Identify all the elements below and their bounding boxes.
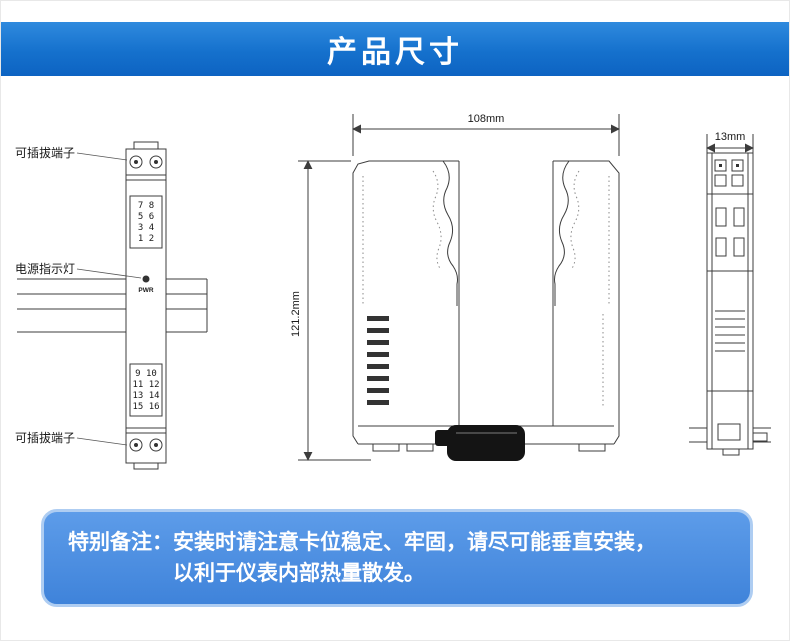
din-rail-lines	[17, 278, 208, 333]
dim-height-label: 121.2mm	[290, 291, 302, 337]
label-power-led: 电源指示灯	[15, 261, 75, 276]
note-line1: 安装时请注意卡位稳定、牢固，请尽可能垂直安装，	[173, 531, 656, 554]
pointer-line	[76, 152, 128, 161]
housing-profile	[352, 160, 620, 452]
terminal-row: 7 8	[138, 201, 154, 211]
terminal-row: 11 12	[132, 380, 159, 390]
end-rail-lines	[689, 427, 771, 443]
terminal-row: 13 14	[132, 391, 159, 401]
top-terminal-screws	[129, 155, 163, 169]
pointer-line	[76, 437, 128, 446]
dimension-width: 108mm	[352, 113, 620, 156]
top-terminal-numbers: 7 8 5 6 3 4 1 2	[129, 195, 163, 249]
label-top-terminal: 可插拔端子	[15, 145, 75, 160]
bottom-terminal-screws	[129, 438, 163, 452]
note-body: 安装时请注意卡位稳定、牢固，请尽可能垂直安装， 以利于仪表内部热量散发。	[173, 527, 656, 589]
dimension-height: 121.2mm	[290, 160, 371, 461]
page-title: 产品尺寸	[327, 36, 463, 69]
bottom-terminal-numbers: 9 10 11 12 13 14 15 16	[129, 363, 163, 417]
front-view: 7 8 5 6 3 4 1 2 PWR 9 10 11 12 13 14 15 …	[15, 141, 208, 470]
din-clip	[435, 425, 525, 461]
terminal-row: 1 2	[138, 234, 154, 244]
hidden-edges	[362, 170, 610, 406]
module-front-outline	[125, 141, 167, 470]
terminal-row: 9 10	[135, 369, 157, 379]
dim-width-label: 108mm	[468, 113, 505, 125]
terminal-row: 15 16	[132, 402, 159, 412]
diagram-svg: 7 8 5 6 3 4 1 2 PWR 9 10 11 12 13 14 15 …	[15, 113, 771, 470]
note-label: 特别备注：	[68, 531, 173, 554]
power-led: PWR	[138, 275, 154, 294]
vent-slots	[367, 316, 389, 405]
note-box: 特别备注： 安装时请注意卡位稳定、牢固，请尽可能垂直安装， 以利于仪表内部热量散…	[41, 509, 753, 607]
pointer-line	[76, 268, 142, 279]
label-bottom-terminal: 可插拔端子	[15, 430, 75, 445]
clip-release-tab	[752, 432, 768, 442]
dimension-diagram: 7 8 5 6 3 4 1 2 PWR 9 10 11 12 13 14 15 …	[1, 76, 789, 506]
module-end-outline	[706, 152, 754, 456]
terminal-row: 3 4	[138, 223, 154, 233]
terminal-row: 5 6	[138, 212, 154, 222]
note-line2: 以利于仪表内部热量散发。	[173, 562, 425, 585]
pwr-label: PWR	[138, 287, 153, 294]
side-view: 108mm 121.2mm	[290, 113, 620, 461]
dimension-end-width: 13mm	[706, 131, 754, 156]
dim-end-width-label: 13mm	[715, 131, 746, 143]
end-view: 13mm	[689, 131, 771, 456]
header-banner: 产品尺寸	[1, 22, 789, 76]
